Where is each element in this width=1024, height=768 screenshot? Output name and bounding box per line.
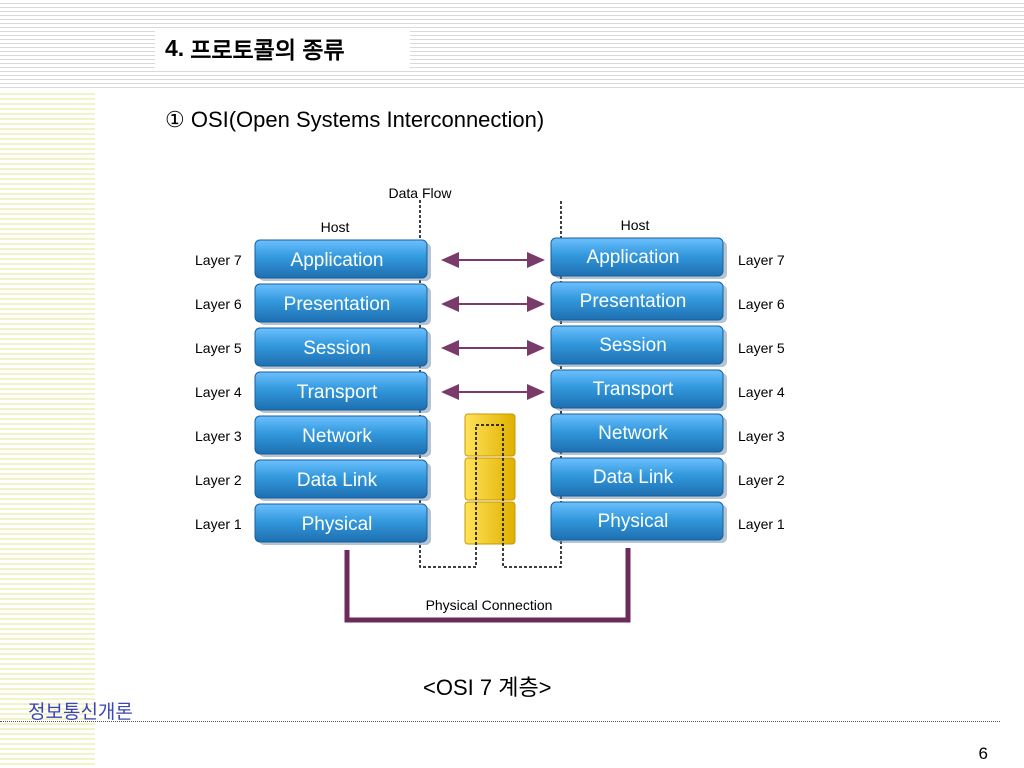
- left-layer-block: [254, 459, 428, 499]
- right-host-label: Host: [621, 217, 650, 233]
- right-layer-block: [550, 457, 724, 497]
- slide-subtitle: ① OSI(Open Systems Interconnection): [165, 107, 545, 132]
- left-layer-name: Network: [302, 426, 372, 447]
- left-layer-label: Layer 1: [195, 516, 242, 532]
- right-layer-label: Layer 6: [738, 296, 785, 312]
- left-layer-name: Presentation: [284, 294, 391, 315]
- left-layer-block: [254, 371, 428, 411]
- left-layer-label: Layer 7: [195, 252, 242, 268]
- right-layer-name: Session: [599, 335, 667, 356]
- caption-text: <OSI 7 계층>: [423, 675, 552, 700]
- left-layer-label: Layer 6: [195, 296, 242, 312]
- right-layer-label: Layer 4: [738, 384, 785, 400]
- right-layer-name: Transport: [593, 379, 674, 400]
- physical-connection-label: Physical Connection: [426, 597, 553, 613]
- left-layer-label: Layer 4: [195, 384, 242, 400]
- left-host-label: Host: [321, 219, 350, 235]
- header-stripe: [0, 0, 1024, 90]
- left-layer-name: Transport: [297, 382, 378, 403]
- data-flow-label: Data Flow: [388, 185, 452, 201]
- footer-divider: [0, 721, 1000, 722]
- title-number: 4.: [165, 34, 185, 61]
- right-layer-block: [550, 237, 724, 277]
- right-layer-label: Layer 2: [738, 472, 785, 488]
- right-layer-label: Layer 3: [738, 428, 785, 444]
- left-layer-block: [254, 327, 428, 367]
- left-layer-name: Data Link: [297, 470, 378, 491]
- page-number: 6: [978, 744, 988, 763]
- right-layer-name: Network: [598, 423, 668, 444]
- left-layer-block: [254, 283, 428, 323]
- right-layer-block: [550, 413, 724, 453]
- router-block: [464, 457, 516, 501]
- right-layer-block: [550, 501, 724, 541]
- right-layer-name: Presentation: [580, 291, 687, 312]
- router-block: [464, 501, 516, 545]
- left-layer-block: [254, 503, 428, 543]
- footer-course-name: 정보통신개론: [28, 702, 133, 723]
- left-layer-label: Layer 2: [195, 472, 242, 488]
- router-block: [464, 413, 516, 457]
- side-stripe: [0, 90, 95, 768]
- left-layer-name: Session: [303, 338, 371, 359]
- right-layer-block: [550, 281, 724, 321]
- title-text: 프로토콜의 종류: [190, 37, 345, 63]
- left-layer-label: Layer 5: [195, 340, 242, 356]
- right-layer-block: [550, 325, 724, 365]
- right-layer-block: [550, 369, 724, 409]
- physical-connection-line: [344, 548, 631, 623]
- slide-title: 4. 프로토콜의 종류: [155, 28, 410, 68]
- left-layer-block: [254, 239, 428, 279]
- right-layer-label: Layer 7: [738, 252, 785, 268]
- right-layer-label: Layer 1: [738, 516, 785, 532]
- left-layer-name: Application: [291, 250, 384, 271]
- data-flow-path: [419, 200, 562, 568]
- left-layer-name: Physical: [302, 514, 373, 535]
- left-layer-block: [254, 415, 428, 455]
- right-layer-name: Physical: [598, 511, 669, 532]
- right-layer-name: Application: [587, 247, 680, 268]
- left-layer-label: Layer 3: [195, 428, 242, 444]
- right-layer-name: Data Link: [593, 467, 674, 488]
- right-layer-label: Layer 5: [738, 340, 785, 356]
